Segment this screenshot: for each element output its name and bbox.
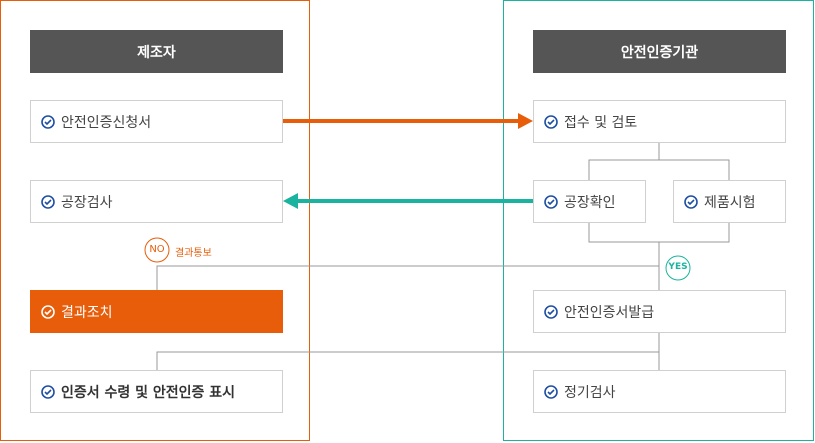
- step-factory-check: 공장확인: [533, 180, 646, 223]
- check-circle-icon: [544, 304, 558, 319]
- step-label: 결과조치: [61, 304, 113, 321]
- arrow-apply-head: [518, 113, 533, 129]
- check-circle-icon: [41, 304, 55, 319]
- check-circle-icon: [544, 114, 558, 129]
- step-certificate-issue: 안전인증서발급: [533, 290, 786, 333]
- step-label: 제품시험: [704, 194, 756, 211]
- check-circle-icon: [41, 194, 55, 209]
- agency-panel: [503, 0, 814, 441]
- step-receive-certificate: 인증서 수령 및 안전인증 표시: [30, 370, 283, 413]
- connector-no: [156, 265, 659, 290]
- step-regular-inspection: 정기검사: [533, 370, 786, 413]
- step-label: 안전인증신청서: [61, 114, 152, 131]
- arrow-inspect-head: [283, 193, 298, 209]
- step-label: 정기검사: [564, 384, 616, 401]
- agency-header: 안전인증기관: [533, 30, 786, 73]
- no-badge: [144, 237, 170, 263]
- no-text: NO: [149, 244, 165, 255]
- step-corrective-action: 결과조치: [30, 290, 283, 333]
- step-label: 접수 및 검토: [564, 114, 638, 131]
- no-label: 결과통보: [175, 248, 212, 259]
- check-circle-icon: [544, 194, 558, 209]
- manufacturer-header: 제조자: [30, 30, 283, 73]
- yes-text: YES: [668, 262, 688, 272]
- manufacturer-panel: [0, 0, 310, 441]
- check-circle-icon: [684, 194, 698, 209]
- step-receipt-review: 접수 및 검토: [533, 100, 786, 143]
- step-label: 인증서 수령 및 안전인증 표시: [61, 384, 236, 401]
- check-circle-icon: [41, 114, 55, 129]
- step-factory-inspection: 공장검사: [30, 180, 283, 223]
- connector-issue: [156, 333, 660, 370]
- check-circle-icon: [41, 384, 55, 399]
- check-circle-icon: [544, 384, 558, 399]
- connector-review: [588, 143, 730, 290]
- step-label: 안전인증서발급: [564, 304, 655, 321]
- step-product-test: 제품시험: [673, 180, 786, 223]
- step-label: 공장검사: [61, 194, 113, 211]
- yes-badge: [665, 255, 691, 281]
- step-application: 안전인증신청서: [30, 100, 283, 143]
- step-label: 공장확인: [564, 194, 616, 211]
